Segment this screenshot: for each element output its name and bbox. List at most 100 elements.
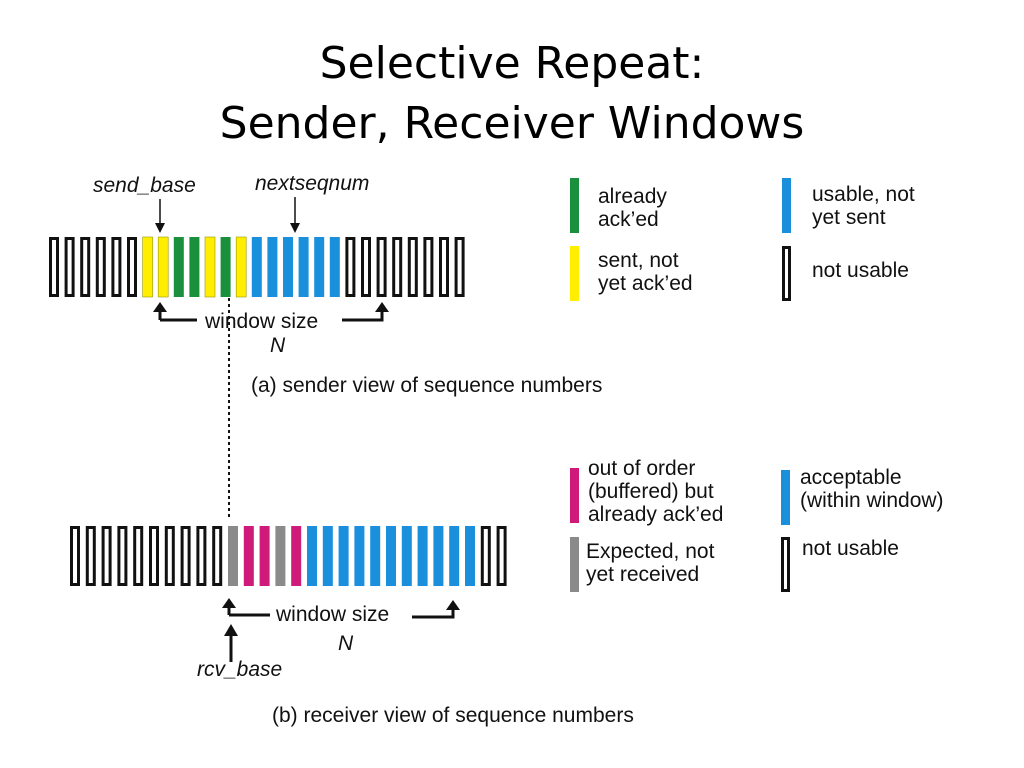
receiver-window-right-line <box>412 605 455 619</box>
receiver-slot-usable <box>370 526 381 586</box>
sender-legend-label-not-usable: not usable <box>812 259 909 282</box>
receiver-slot-expected <box>228 526 238 586</box>
receiver-slot-not-usable <box>101 526 112 586</box>
receiver-legend-label-buffered-acked: (buffered) but <box>588 480 714 503</box>
slide-title-line-1: Selective Repeat: <box>319 38 705 89</box>
receiver-slot-usable <box>433 526 444 586</box>
sender-window-right-line <box>342 306 384 322</box>
receiver-slot-not-usable <box>212 526 223 586</box>
sender-slot-not-usable <box>127 237 137 297</box>
sender-slot-usable <box>298 237 309 297</box>
sender-legend-label-sent-not-acked: yet ack’ed <box>598 272 693 295</box>
receiver-legend-swatch-buffered-acked <box>570 468 579 523</box>
receiver-slot-not-usable <box>117 526 128 586</box>
sender-slot-not-usable <box>376 237 387 297</box>
sender-slot-usable <box>283 237 293 297</box>
sender-sequence-slots <box>49 236 465 298</box>
receiver-window-left-arrowhead <box>222 598 236 608</box>
sender-legend-label-acked: ack’ed <box>598 208 659 231</box>
sender-slot-sent-not-acked <box>204 236 216 298</box>
receiver-slot-usable <box>307 526 317 586</box>
receiver-slot-usable <box>417 526 428 586</box>
sender-window-size-label: window size <box>204 310 318 333</box>
receiver-slot-not-usable <box>149 526 159 586</box>
sender-legend-label-usable: usable, not <box>812 183 915 206</box>
sender-slot-not-usable <box>392 237 403 297</box>
receiver-legend-label-usable: acceptable <box>800 466 902 489</box>
sender-legend-swatch-sent-not-acked <box>570 246 579 301</box>
rcv-base-label: rcv_base <box>197 658 282 681</box>
sender-legend-swatch-not-usable <box>782 246 791 301</box>
sender-slot-sent-not-acked <box>235 236 247 298</box>
receiver-caption: (b) receiver view of sequence numbers <box>272 704 634 727</box>
receiver-legend-swatch-usable <box>781 470 790 525</box>
sender-legend-label-usable: yet sent <box>812 206 886 229</box>
receiver-slot-usable <box>465 526 475 586</box>
sender-slot-acked <box>189 237 200 297</box>
sender-legend-swatch-usable <box>782 178 791 233</box>
sender-window-right-arrowhead <box>375 302 389 312</box>
sender-window-n: N <box>270 334 286 357</box>
sender-slot-not-usable <box>454 237 465 297</box>
receiver-slot-not-usable <box>496 526 507 586</box>
sender-slot-usable <box>251 237 262 297</box>
receiver-slot-usable <box>401 526 412 586</box>
receiver-slot-usable <box>449 526 460 586</box>
receiver-legend-label-usable: (within window) <box>800 489 944 512</box>
sender-slot-not-usable <box>80 237 91 297</box>
sender-slot-not-usable <box>345 237 356 297</box>
receiver-legend-swatch-expected <box>570 537 579 592</box>
receiver-slot-not-usable <box>133 526 144 586</box>
receiver-slot-usable <box>386 526 396 586</box>
sender-view: send_base nextseqnum window size N (a) s… <box>49 172 602 397</box>
receiver-slot-buffered-acked <box>259 526 270 586</box>
sender-slot-sent-not-acked <box>157 236 169 298</box>
rcv-base-arrowhead <box>224 624 238 636</box>
receiver-legend-label-expected: yet received <box>586 563 699 586</box>
receiver-legend-label-not-usable: not usable <box>802 537 899 560</box>
receiver-slot-not-usable <box>196 526 207 586</box>
sender-slot-not-usable <box>407 237 418 297</box>
receiver-slot-not-usable <box>164 526 175 586</box>
sender-legend-label-acked: already <box>598 185 667 208</box>
receiver-slot-usable <box>354 526 365 586</box>
send-base-label: send_base <box>93 174 196 197</box>
sender-slot-not-usable <box>439 237 449 297</box>
receiver-slot-not-usable <box>180 526 191 586</box>
receiver-slot-not-usable <box>85 526 96 586</box>
slide-title-line-2: Sender, Receiver Windows <box>219 98 805 149</box>
receiver-slot-not-usable <box>480 526 491 586</box>
sender-slot-not-usable <box>111 237 122 297</box>
sender-legend-swatch-acked <box>570 178 579 233</box>
sender-slot-not-usable <box>361 237 371 297</box>
sender-legend-label-sent-not-acked: sent, not <box>598 249 679 272</box>
receiver-view: window size N rcv_base (b) receiver view… <box>70 526 634 727</box>
sender-slot-usable <box>314 237 325 297</box>
receiver-legend-swatch-not-usable <box>781 537 790 592</box>
nextseqnum-label: nextseqnum <box>255 172 369 195</box>
sender-slot-usable <box>329 237 340 297</box>
receiver-sequence-slots <box>70 526 507 586</box>
sender-slot-acked <box>173 237 184 297</box>
receiver-legend-label-buffered-acked: already ack’ed <box>588 503 723 526</box>
sender-window-left-arrowhead <box>153 302 167 312</box>
receiver-window-n: N <box>338 632 354 655</box>
sender-slot-not-usable <box>95 237 106 297</box>
receiver-window-right-arrowhead <box>446 600 460 610</box>
sender-slot-not-usable <box>49 237 59 297</box>
receiver-slot-buffered-acked <box>291 526 302 586</box>
sender-slot-not-usable <box>64 237 75 297</box>
sender-caption: (a) sender view of sequence numbers <box>251 374 602 397</box>
sender-slot-acked <box>220 237 231 297</box>
receiver-slot-usable <box>322 526 333 586</box>
receiver-legend-label-buffered-acked: out of order <box>588 457 695 480</box>
sender-slot-usable <box>267 237 278 297</box>
sender-slot-not-usable <box>423 237 434 297</box>
receiver-slot-usable <box>338 526 349 586</box>
receiver-window-size-label: window size <box>275 603 389 626</box>
receiver-slot-buffered-acked <box>243 526 254 586</box>
receiver-slot-not-usable <box>70 526 80 586</box>
